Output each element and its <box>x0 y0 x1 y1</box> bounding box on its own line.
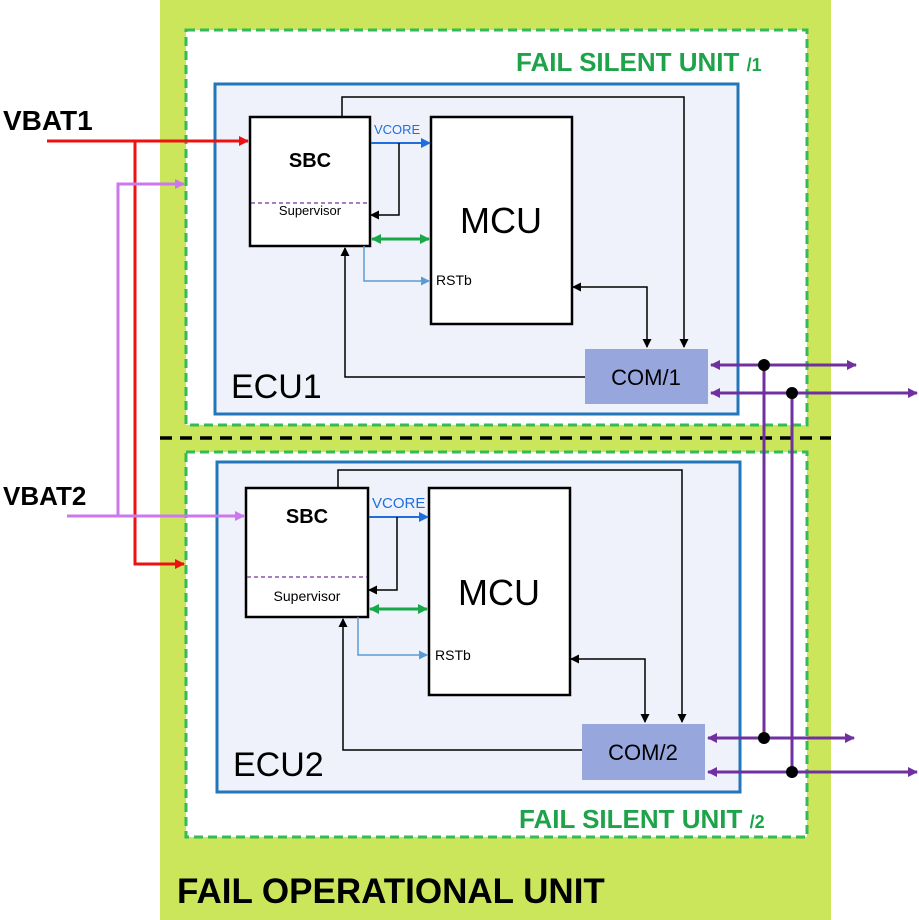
ecu1-sbc-label: SBC <box>289 150 331 172</box>
vbat2-label: VBAT2 <box>3 481 86 511</box>
ecu1-mcu-com-link <box>572 282 652 348</box>
ecu1-reset-arrow <box>363 246 430 286</box>
bus-b-junction-1 <box>786 387 798 399</box>
vbat1-to-unit2-line <box>133 141 185 569</box>
bus-a-junction-1 <box>758 359 770 371</box>
ecu2-supervisor-label: Supervisor <box>274 588 341 604</box>
ecu1-mcu-label: MCU <box>460 200 542 241</box>
ecu2-sbc-label: SBC <box>286 506 328 528</box>
ecu2-rstb-label: RSTb <box>435 647 471 663</box>
ecu1-com-box <box>585 349 708 404</box>
ecu1-vcore-monitor-arrow <box>370 143 400 220</box>
ecu2-sbc-box <box>244 486 370 619</box>
ecu2-label: ECU2 <box>233 746 324 784</box>
ecu2-mcu-label: MCU <box>458 572 540 613</box>
ecu2-vcore-label: VCORE <box>372 495 425 512</box>
ecu1-rstb-label: RSTb <box>436 272 472 288</box>
vbat2-to-unit1-line <box>116 179 185 516</box>
vbat1-label: VBAT1 <box>3 105 93 136</box>
ecu2-sbc-com-enable-line <box>337 469 687 723</box>
ecu1-label: ECU1 <box>231 368 322 406</box>
ecu2-mcu-box <box>427 486 572 697</box>
ecu1-mcu-box <box>429 115 574 326</box>
ecu2-mcu-com-link <box>570 654 650 723</box>
ecu2-com-label: COM/2 <box>608 740 678 765</box>
ecu1-com-label: COM/1 <box>611 365 681 390</box>
fail-silent-unit-2-label: FAIL SILENT UNIT /2 <box>519 804 765 834</box>
ecu1-com-sbc-feedback <box>340 247 585 378</box>
bus-b-junction-2 <box>786 766 798 778</box>
ecu1-supervisor-label: Supervisor <box>279 203 342 218</box>
ecu2-vcore-monitor-arrow <box>368 517 398 595</box>
ecu2-reset-arrow <box>357 617 428 660</box>
ecu1-sbc-box <box>248 115 372 248</box>
ecu2-com-box <box>582 724 705 780</box>
ecu2-com-sbc-feedback <box>338 618 582 751</box>
ecu1-vcore-label: VCORE <box>374 122 421 137</box>
fail-silent-unit-1-label: FAIL SILENT UNIT /1 <box>516 47 762 77</box>
fail-operational-unit-label: FAIL OPERATIONAL UNIT <box>177 872 605 911</box>
bus-a-junction-2 <box>758 732 770 744</box>
ecu1-sbc-com-enable-line <box>341 96 689 348</box>
